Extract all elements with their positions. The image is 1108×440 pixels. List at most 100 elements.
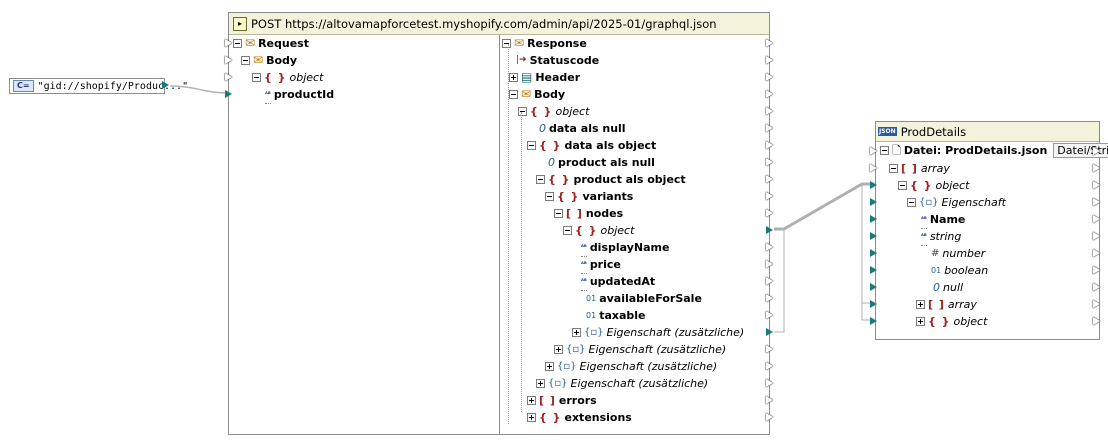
collapse-icon[interactable] [527, 141, 536, 150]
json-property-node[interactable]: {▫}Eigenschaft [907, 194, 1006, 211]
json-array-node[interactable]: [ ]array [889, 160, 950, 177]
response-output-connector-5[interactable] [766, 124, 773, 132]
response-output-connector-20[interactable] [766, 379, 773, 387]
expand-icon[interactable] [527, 413, 536, 422]
variants-node[interactable]: { }variants [545, 188, 633, 205]
response-object-node[interactable]: { }object [518, 103, 589, 120]
expand-icon[interactable] [509, 73, 518, 82]
json-output-connector-1[interactable] [1093, 181, 1100, 189]
collapse-icon[interactable] [889, 164, 898, 173]
json-input-connector-5[interactable] [870, 249, 877, 257]
response-output-connector-10[interactable] [766, 209, 773, 217]
json-output-connector-9[interactable] [1093, 317, 1100, 325]
expand-icon[interactable] [916, 317, 925, 326]
request-input-connector-2[interactable] [225, 73, 232, 81]
response-output-connector-1[interactable] [766, 56, 773, 64]
response-output-connector-18[interactable] [766, 345, 773, 353]
expand-icon[interactable] [545, 362, 554, 371]
expand-icon[interactable] [536, 379, 545, 388]
expand-icon[interactable] [572, 328, 581, 337]
product-object-node[interactable]: { }product als object [536, 171, 686, 188]
request-input-connector-1[interactable] [225, 56, 232, 64]
json-title-bar[interactable]: JSON ProdDetails [876, 122, 1099, 142]
json-output-connector-8[interactable] [1093, 300, 1100, 308]
response-output-connector-13[interactable] [766, 260, 773, 268]
json-output-connector-7[interactable] [1093, 283, 1100, 291]
json-sub-array-node[interactable]: [ ]array [916, 296, 977, 313]
collapse-icon[interactable] [518, 107, 527, 116]
collapse-icon[interactable] [898, 181, 907, 190]
property-node-4[interactable]: {▫}Eigenschaft (zusätzliche) [536, 375, 708, 392]
response-output-connector-7[interactable] [766, 158, 773, 166]
response-output-connector-9[interactable] [766, 192, 773, 200]
post-title-bar[interactable]: ▸ POST https://altovamapforcetest.myshop… [229, 13, 769, 35]
json-object-node[interactable]: { }object [898, 177, 969, 194]
collapse-icon[interactable] [233, 39, 242, 48]
collapse-icon[interactable] [563, 226, 572, 235]
extensions-node[interactable]: { }extensions [527, 409, 632, 426]
response-output-connector-8[interactable] [766, 175, 773, 183]
errors-node[interactable]: [ ]errors [527, 392, 597, 409]
header-node[interactable]: ▤Header [509, 69, 580, 86]
response-output-connector-22[interactable] [766, 413, 773, 421]
response-output-connector-4[interactable] [766, 107, 773, 115]
json-input-connector-9[interactable] [870, 317, 877, 325]
response-output-connector-6[interactable] [766, 141, 773, 149]
response-node[interactable]: ✉Response [502, 35, 587, 52]
data-object-node[interactable]: { }data als object [527, 137, 656, 154]
response-output-connector-21[interactable] [766, 396, 773, 404]
json-output-connector-4[interactable] [1093, 232, 1100, 240]
response-output-connector-16[interactable] [766, 311, 773, 319]
response-output-connector-3[interactable] [766, 90, 773, 98]
property-node-1[interactable]: {▫}Eigenschaft (zusätzliche) [572, 324, 744, 341]
response-body-node[interactable]: ✉Body [509, 86, 565, 103]
request-node[interactable]: ✉Request [233, 35, 309, 52]
json-input-connector-1[interactable] [870, 181, 877, 189]
json-file-output-connector[interactable] [1093, 147, 1100, 155]
json-input-connector-0[interactable] [870, 164, 877, 172]
json-output-connector-0[interactable] [1093, 164, 1100, 172]
json-sub-object-node[interactable]: { }object [916, 313, 987, 330]
collapse-icon[interactable] [880, 146, 889, 155]
json-number-node[interactable]: #number [928, 245, 985, 262]
nodes-node[interactable]: [ ]nodes [554, 205, 623, 222]
collapse-icon[interactable] [509, 90, 518, 99]
collapse-icon[interactable] [554, 209, 563, 218]
json-component[interactable]: JSON ProdDetails [875, 121, 1100, 340]
json-input-connector-6[interactable] [870, 266, 877, 274]
collapse-icon[interactable] [502, 39, 511, 48]
json-input-connector-8[interactable] [870, 300, 877, 308]
constant-component[interactable]: C= "gid://shopify/Produc..." [9, 78, 188, 94]
response-output-connector-14[interactable] [766, 277, 773, 285]
statuscode-node[interactable]: |➜Statuscode [513, 52, 599, 69]
constant-output-connector[interactable] [162, 81, 169, 89]
json-input-connector-7[interactable] [870, 283, 877, 291]
expand-icon[interactable] [916, 300, 925, 309]
json-file-input-connector[interactable] [870, 147, 877, 155]
response-output-connector-17[interactable] [766, 328, 773, 336]
json-output-connector-2[interactable] [1093, 198, 1100, 206]
json-output-connector-3[interactable] [1093, 215, 1100, 223]
property-node-2[interactable]: {▫}Eigenschaft (zusätzliche) [554, 341, 726, 358]
request-object-node[interactable]: { }object [252, 69, 323, 86]
collapse-icon[interactable] [252, 73, 261, 82]
response-output-connector-12[interactable] [766, 243, 773, 251]
response-output-connector-19[interactable] [766, 362, 773, 370]
collapse-icon[interactable] [907, 198, 916, 207]
collapse-icon[interactable] [545, 192, 554, 201]
request-body-node[interactable]: ✉Body [241, 52, 297, 69]
response-output-connector-2[interactable] [766, 73, 773, 81]
response-output-connector-11[interactable] [766, 226, 773, 234]
nodes-object-node[interactable]: { }object [563, 222, 634, 239]
